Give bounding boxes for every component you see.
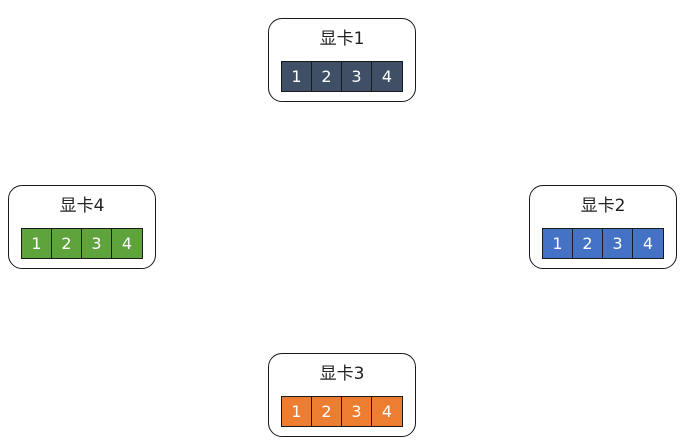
gpu-card-title: 显卡1 xyxy=(319,29,365,49)
data-block: 4 xyxy=(633,229,663,258)
data-block: 3 xyxy=(603,229,633,258)
data-block: 2 xyxy=(52,229,82,258)
data-block: 2 xyxy=(312,62,342,91)
data-block: 3 xyxy=(342,397,372,426)
gpu-card-title: 显卡4 xyxy=(59,196,105,216)
block-row: 1 2 3 4 xyxy=(21,228,143,259)
block-row: 1 2 3 4 xyxy=(281,61,403,92)
block-row: 1 2 3 4 xyxy=(542,228,664,259)
gpu-card-title: 显卡2 xyxy=(580,196,626,216)
gpu-card-4: 显卡4 1 2 3 4 xyxy=(8,185,156,269)
gpu-card-1: 显卡1 1 2 3 4 xyxy=(268,18,416,102)
data-block: 3 xyxy=(342,62,372,91)
block-row: 1 2 3 4 xyxy=(281,396,403,427)
data-block: 1 xyxy=(543,229,573,258)
data-block: 2 xyxy=(573,229,603,258)
data-block: 1 xyxy=(282,397,312,426)
data-block: 3 xyxy=(82,229,112,258)
gpu-card-title: 显卡3 xyxy=(319,364,365,384)
gpu-card-3: 显卡3 1 2 3 4 xyxy=(268,353,416,437)
data-block: 1 xyxy=(282,62,312,91)
data-block: 4 xyxy=(372,397,402,426)
gpu-card-2: 显卡2 1 2 3 4 xyxy=(529,185,677,269)
data-block: 1 xyxy=(22,229,52,258)
data-block: 2 xyxy=(312,397,342,426)
data-block: 4 xyxy=(112,229,142,258)
data-block: 4 xyxy=(372,62,402,91)
